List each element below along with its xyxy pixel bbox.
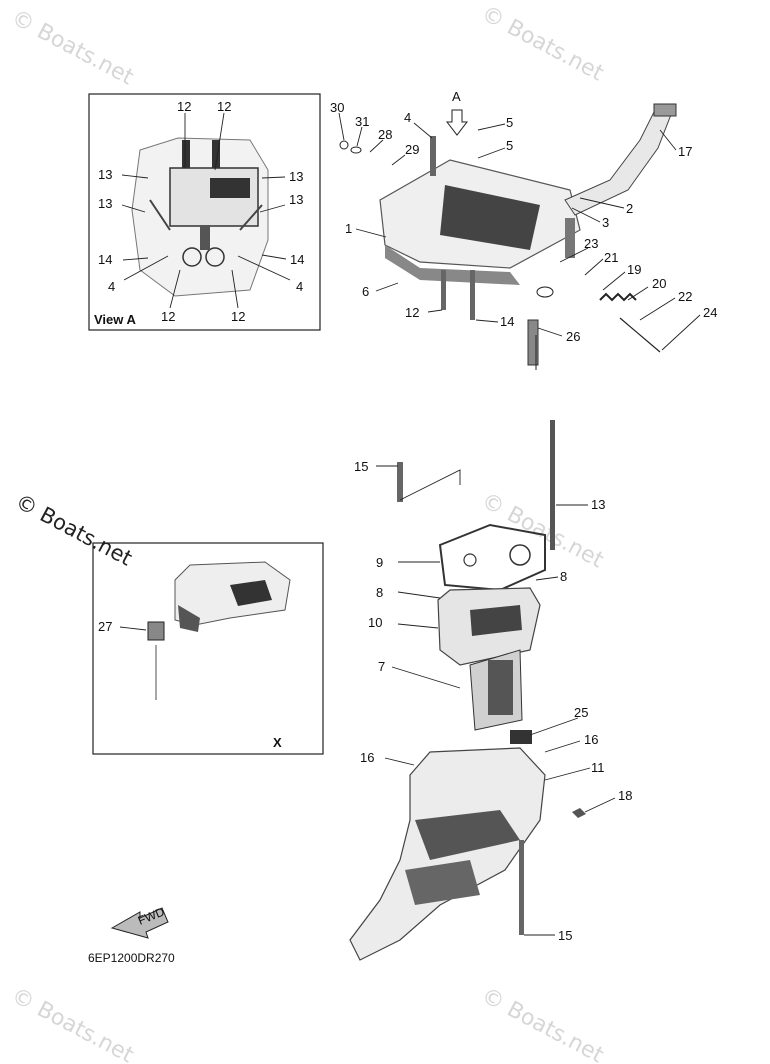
callout-9: 9 [376,555,383,570]
view-a-hole [205,247,225,267]
callout-24: 24 [703,305,717,320]
callout-12: 12 [161,309,175,324]
part-31 [350,146,362,154]
callout-6: 6 [362,284,369,299]
callout-13: 13 [98,167,112,182]
callout-11: 11 [591,760,605,775]
callout-19: 19 [627,262,641,277]
callout-8: 8 [560,569,567,584]
watermark: © Boats.net [477,1,608,86]
part-24-rod [619,317,661,353]
lower-assembly: FWD 15 13 9 8 8 10 7 25 16 16 11 18 15 [88,420,632,965]
callout-3: 3 [602,215,609,230]
callout-12: 12 [217,99,231,114]
callout-14: 14 [500,314,514,329]
callout-22: 22 [678,289,692,304]
callout-2: 2 [626,201,633,216]
callout-17: 17 [678,144,692,159]
callout-25: 25 [574,705,588,720]
view-a-label: View A [94,312,137,327]
view-x-frame [92,542,324,755]
callout-5: 5 [506,115,513,130]
view-a-boss [200,225,210,250]
callout-31: 31 [355,114,369,129]
callout-13: 13 [98,196,112,211]
callout-8: 8 [376,585,383,600]
watermark: © Boats.net [477,983,608,1064]
callout-5: 5 [506,138,513,153]
view-x-label: X [273,735,282,750]
bolt-4 [430,136,436,176]
callout-14: 14 [98,252,112,267]
callout-4: 4 [108,279,115,294]
callout-15: 15 [354,459,368,474]
part-30 [339,140,349,150]
callout-12: 12 [177,99,191,114]
callout-27: 27 [98,619,112,634]
callout-10: 10 [368,615,382,630]
callout-21: 21 [604,250,618,265]
bolt-15 [519,840,524,935]
view-x-inset: 27 X [92,542,324,755]
upper-casing-edge [385,245,520,285]
part-25 [510,730,532,744]
part-18 [572,808,586,818]
bolt-12 [441,270,446,310]
callout-13: 13 [591,497,605,512]
view-a-inset: 12 12 13 13 13 13 14 14 4 4 12 12 View A [88,93,321,331]
callout-28: 28 [378,127,392,142]
upper-assembly: A [330,89,717,370]
callout-30: 30 [330,100,344,115]
view-a-port [210,178,250,198]
diagram-code: 6EP1200DR270 [88,951,175,965]
view-x-edge [178,605,200,632]
callout-15: 15 [558,928,572,943]
callout-16: 16 [360,750,374,765]
view-arrow [445,109,469,136]
watermark: © Boats.net [7,5,138,90]
callout-18: 18 [618,788,632,803]
arrow-a-label: A [452,89,461,104]
callout-14: 14 [290,252,304,267]
watermarks: © Boats.net © Boats.net © Boats.net © Bo… [7,1,608,1064]
part-23 [565,218,575,258]
upper-casing-port [440,185,540,250]
view-a-rib [212,140,220,168]
callout-12: 12 [231,309,245,324]
view-a-hole [182,247,202,267]
ring-part [536,286,554,298]
callout-20: 20 [652,276,666,291]
view-a-rib [182,140,190,168]
callout-13: 13 [289,192,303,207]
callout-16: 16 [584,732,598,747]
fwd-arrow [110,907,169,939]
spring-20 [599,292,637,302]
callout-4: 4 [404,110,411,125]
pipe-17 [564,109,673,216]
pipe-17-end [653,103,677,117]
callout-12: 12 [405,305,419,320]
stud-13 [550,420,555,550]
callout-26: 26 [566,329,580,344]
callout-13: 13 [289,169,303,184]
callout-1: 1 [345,221,352,236]
bolt-15 [397,462,403,502]
bolt-14 [470,270,475,320]
view-a-frame [88,93,321,331]
watermark: © Boats.net [7,983,138,1064]
callout-4: 4 [296,279,303,294]
watermark-dark: © Boats.net [12,489,136,570]
watermark: © Boats.net [477,488,608,573]
callout-23: 23 [584,236,598,251]
callout-7: 7 [378,659,385,674]
callout-29: 29 [405,142,419,157]
part-27 [147,621,165,641]
gasket-9 [438,523,546,592]
part-26 [527,319,539,366]
view-x-port [230,580,272,606]
